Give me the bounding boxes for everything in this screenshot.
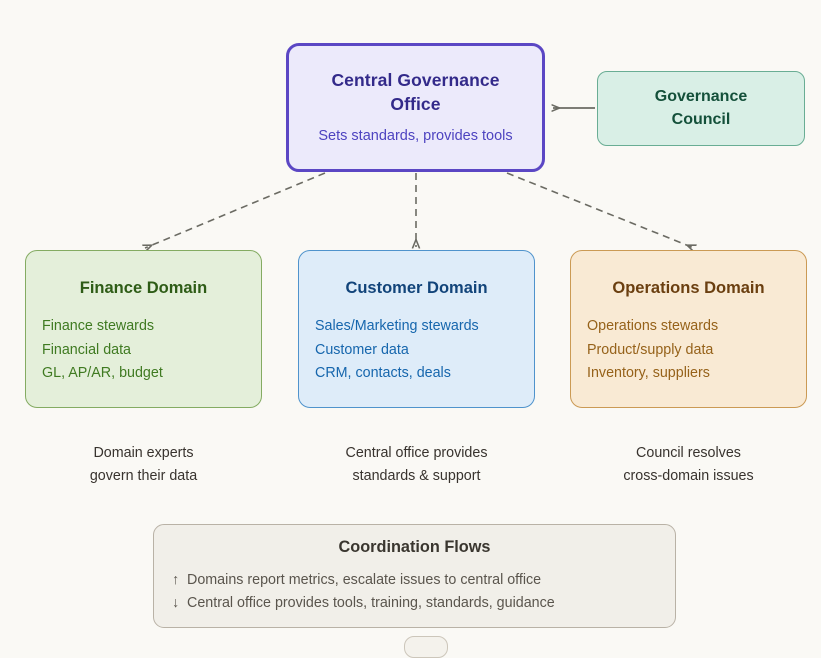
coordination-flow-down-label: Central office provides tools, training,… — [187, 595, 555, 612]
list-item: Operations stewards — [587, 318, 719, 334]
caption-finance-domain: Domain experts govern their data — [89, 445, 198, 485]
node-governance-council[interactable]: Governance Council — [597, 71, 805, 146]
list-item: Customer data — [315, 341, 409, 358]
operations-domain-details: Operations stewards Product/supply data … — [571, 315, 806, 386]
edge-central-to-finance — [145, 172, 326, 248]
list-item: Inventory, suppliers — [587, 365, 710, 382]
caption-operations-domain: Council resolves cross-domain issues — [623, 445, 754, 485]
customer-domain-details: Sales/Marketing stewards Customer data C… — [299, 315, 534, 386]
finance-domain-title: Finance Domain — [79, 279, 208, 297]
panel-coordination-flows[interactable]: Coordination Flows ↑ Domains report metri… — [153, 524, 676, 628]
list-item: CRM, contacts, deals — [315, 365, 451, 382]
diagram-canvas: Central Governance Office Sets standards… — [25, 43, 807, 658]
list-item: Product/supply data — [587, 341, 714, 358]
list-item: Financial data — [42, 341, 132, 358]
caption-customer-domain: Central office provides standards & supp… — [345, 445, 488, 485]
list-item: GL, AP/AR, budget — [42, 365, 163, 382]
coordination-flow-up: ↑ Domains report metrics, escalate issues… — [172, 569, 657, 592]
central-governance-office-title: Central Governance Office — [331, 69, 500, 114]
operations-domain-title: Operations Domain — [612, 279, 765, 297]
arrow-up-icon: ↑ — [172, 572, 180, 588]
cut-off-shape — [404, 636, 448, 658]
list-item: Finance stewards — [42, 318, 155, 334]
node-operations-domain[interactable]: Operations Domain Operations stewards Pr… — [570, 250, 807, 408]
coordination-flows-list: ↑ Domains report metrics, escalate issues… — [172, 569, 657, 616]
governance-council-title: Governance Council — [654, 88, 748, 128]
edge-central-to-operations — [506, 172, 694, 248]
node-customer-domain[interactable]: Customer Domain Sales/Marketing stewards… — [298, 250, 535, 408]
node-central-governance-office[interactable]: Central Governance Office Sets standards… — [286, 43, 545, 172]
central-governance-office-subtitle: Sets standards, provides tools — [318, 128, 513, 145]
coordination-flow-up-label: Domains report metrics, escalate issues … — [187, 572, 542, 588]
customer-domain-title: Customer Domain — [345, 279, 488, 297]
coordination-flows-title: Coordination Flows — [338, 538, 491, 556]
finance-domain-details: Finance stewards Financial data GL, AP/A… — [26, 315, 261, 386]
node-finance-domain[interactable]: Finance Domain Finance stewards Financia… — [25, 250, 262, 408]
list-item: Sales/Marketing stewards — [315, 318, 479, 334]
coordination-flow-down: ↓ Central office provides tools, training… — [172, 592, 657, 615]
arrow-down-icon: ↓ — [172, 595, 180, 612]
